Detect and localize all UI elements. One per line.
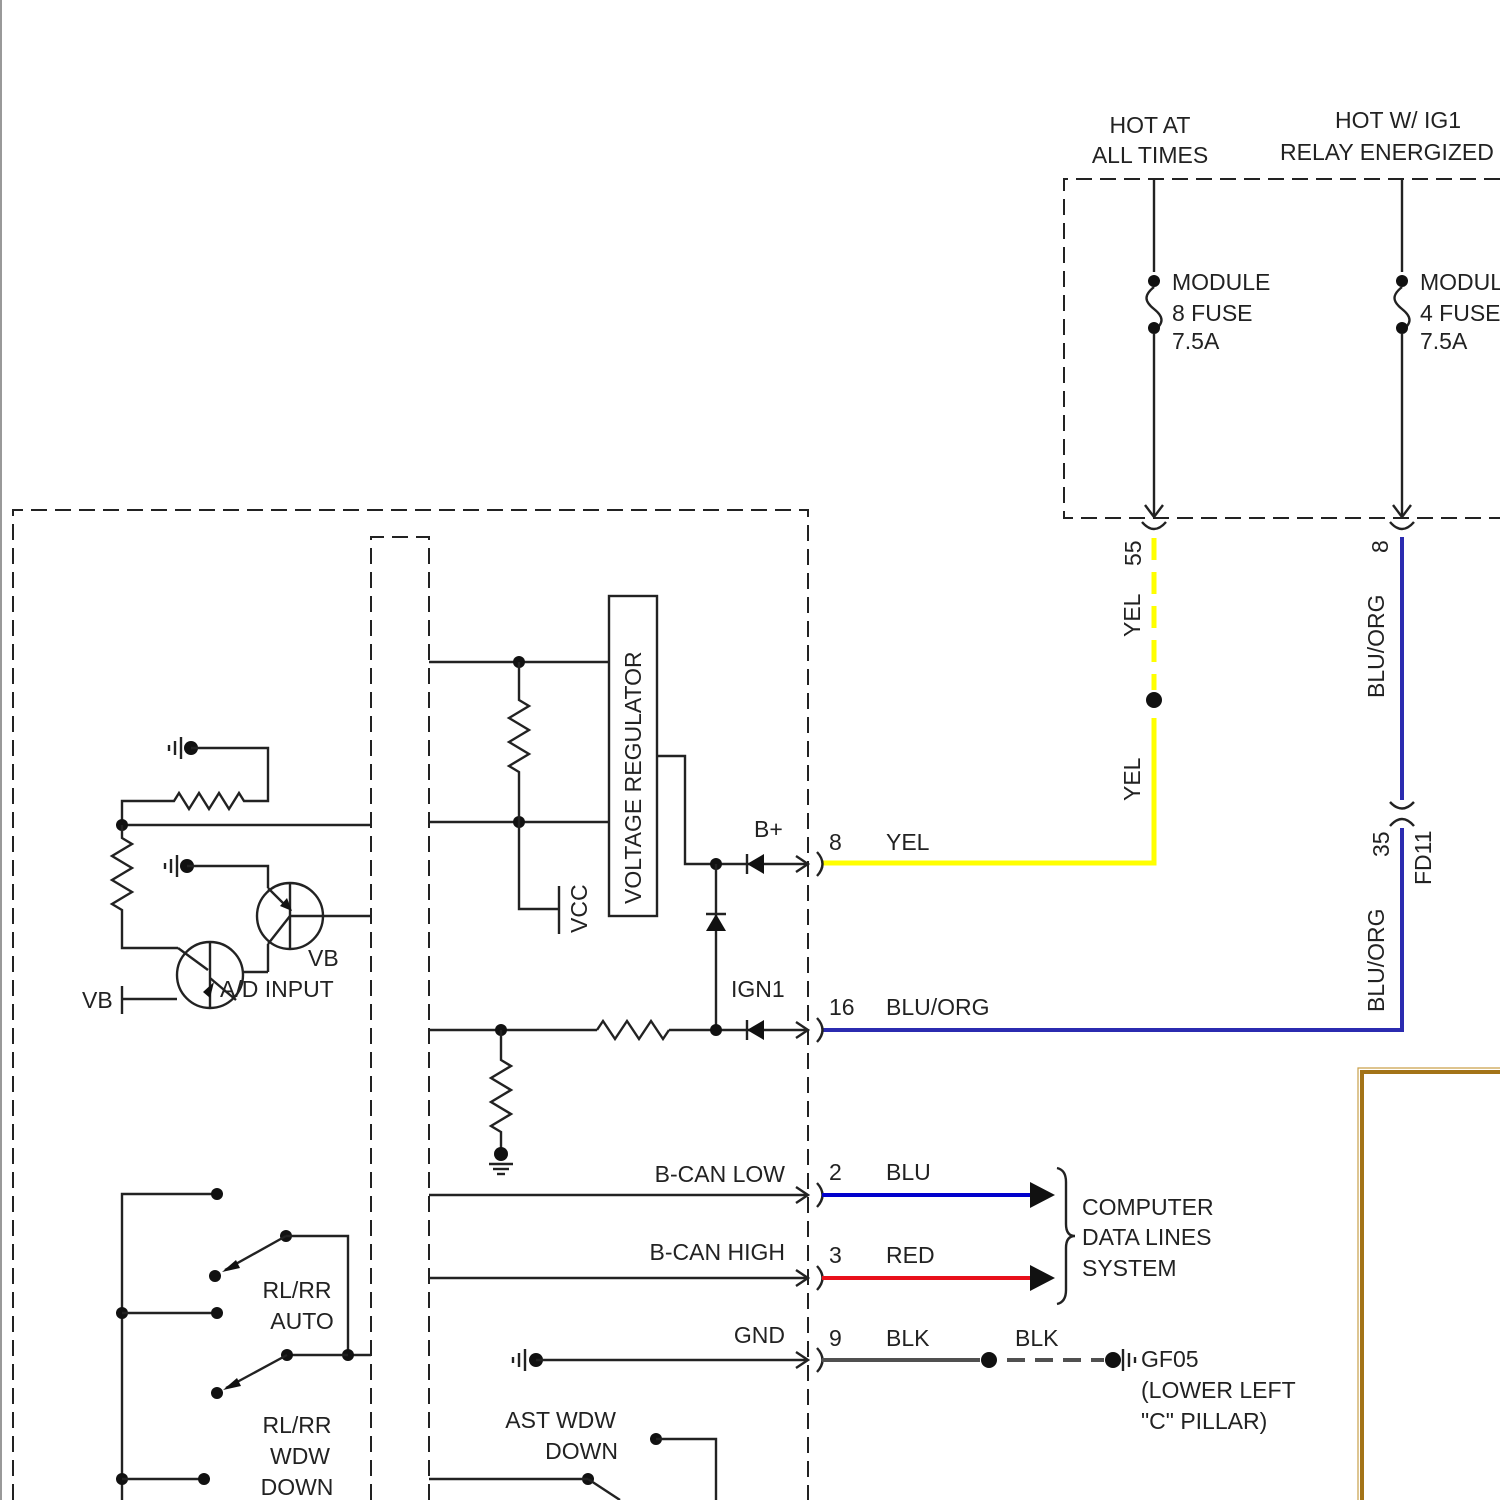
input-transistor-network (112, 737, 371, 1014)
data-lines-line3: SYSTEM (1082, 1255, 1177, 1281)
yel-splice (1146, 692, 1162, 708)
b-plus-label: B+ (754, 816, 783, 842)
ast-wdw-down-line1: AST WDW (505, 1407, 616, 1433)
adjacent-component-frame (1362, 1072, 1500, 1500)
rl-rr-wdw-down-line1: RL/RR (262, 1412, 331, 1438)
pin-8: 8 (829, 829, 842, 855)
pin-35: 35 (1368, 831, 1394, 857)
data-lines-line1: COMPUTER (1082, 1194, 1214, 1220)
bluorg-label-bottom: BLU/ORG (1363, 908, 1389, 1012)
rl-rr-auto-line1: RL/RR (262, 1277, 331, 1303)
fd11-connector (1390, 802, 1414, 826)
hot-at-all-times-line2: ALL TIMES (1092, 142, 1208, 168)
rl-rr-wdw-down-line2: WDW (270, 1443, 330, 1469)
rl-rr-wdw-down-line3: DOWN (261, 1474, 334, 1500)
data-lines-line2: DATA LINES (1082, 1224, 1212, 1250)
blu-arrow (1030, 1182, 1055, 1208)
data-lines-brace (1057, 1168, 1075, 1304)
pin-9: 9 (829, 1325, 842, 1351)
power-distribution-box (1064, 179, 1500, 529)
yel-label-top: YEL (1119, 593, 1145, 637)
pin-3: 3 (829, 1242, 842, 1268)
vb-label-1: VB (308, 945, 339, 971)
yel-label-mid: YEL (1119, 757, 1145, 801)
fuse-module8-line3: 7.5A (1172, 328, 1220, 354)
wire-color-blk: BLK (886, 1325, 930, 1351)
fuse-module8-line2: 8 FUSE (1172, 300, 1253, 326)
module-outline (13, 510, 808, 1500)
gnd-label: GND (734, 1322, 785, 1348)
bcan-low-line (429, 1187, 808, 1203)
pin-2: 2 (829, 1159, 842, 1185)
vcc-label: VCC (566, 884, 592, 933)
gnd-line (513, 1349, 808, 1371)
ground-name: GF05 (1141, 1346, 1199, 1372)
gf05-ground-point (1105, 1352, 1121, 1368)
fuse-module4-line2: 4 FUSE (1420, 300, 1500, 326)
ign1-label: IGN1 (731, 976, 785, 1002)
yel-wire (822, 718, 1154, 863)
red-arrow (1030, 1265, 1055, 1291)
adjacent-component-frame-inner (1358, 1068, 1500, 1500)
bcan-high-label: B-CAN HIGH (650, 1239, 785, 1265)
ign1-circuit (429, 1020, 808, 1174)
window-switch-network (116, 1188, 371, 1500)
pin-55: 55 (1120, 540, 1146, 566)
pin-8-top: 8 (1367, 540, 1393, 553)
pin-16: 16 (829, 994, 855, 1020)
blk-splice (981, 1352, 997, 1368)
voltage-regulator-label: VOLTAGE REGULATOR (620, 651, 646, 904)
hot-w-ig1-line2: RELAY ENERGIZED (1280, 139, 1494, 165)
fd11-label: FD11 (1410, 830, 1436, 885)
ast-wdw-down-line2: DOWN (545, 1438, 618, 1464)
rl-rr-auto-line2: AUTO (270, 1308, 333, 1334)
fuse-module8-line1: MODULE (1172, 269, 1270, 295)
ground-icon (1123, 1349, 1135, 1371)
ground-location-line2: "C" PILLAR) (1141, 1408, 1267, 1434)
fuse-module4-line3: 7.5A (1420, 328, 1468, 354)
vb-label-2: VB (82, 987, 113, 1013)
bcan-low-label: B-CAN LOW (655, 1161, 786, 1187)
bluorg-label-top: BLU/ORG (1363, 594, 1389, 698)
hot-w-ig1-line1: HOT W/ IG1 (1335, 107, 1461, 133)
wire-color-yel: YEL (886, 829, 930, 855)
wire-color-blu: BLU (886, 1159, 931, 1185)
ad-input-label: A/D INPUT (220, 976, 334, 1002)
ground-location-line1: (LOWER LEFT (1141, 1377, 1296, 1403)
wire-color-bluorg: BLU/ORG (886, 994, 990, 1020)
blk-splice-label: BLK (1015, 1325, 1059, 1351)
hot-at-all-times-line1: HOT AT (1110, 112, 1191, 138)
bcan-high-line (429, 1270, 808, 1286)
wire-color-red: RED (886, 1242, 935, 1268)
fuse-module4-line1: MODULE (1420, 269, 1500, 295)
module-connector-marks (817, 852, 823, 1372)
